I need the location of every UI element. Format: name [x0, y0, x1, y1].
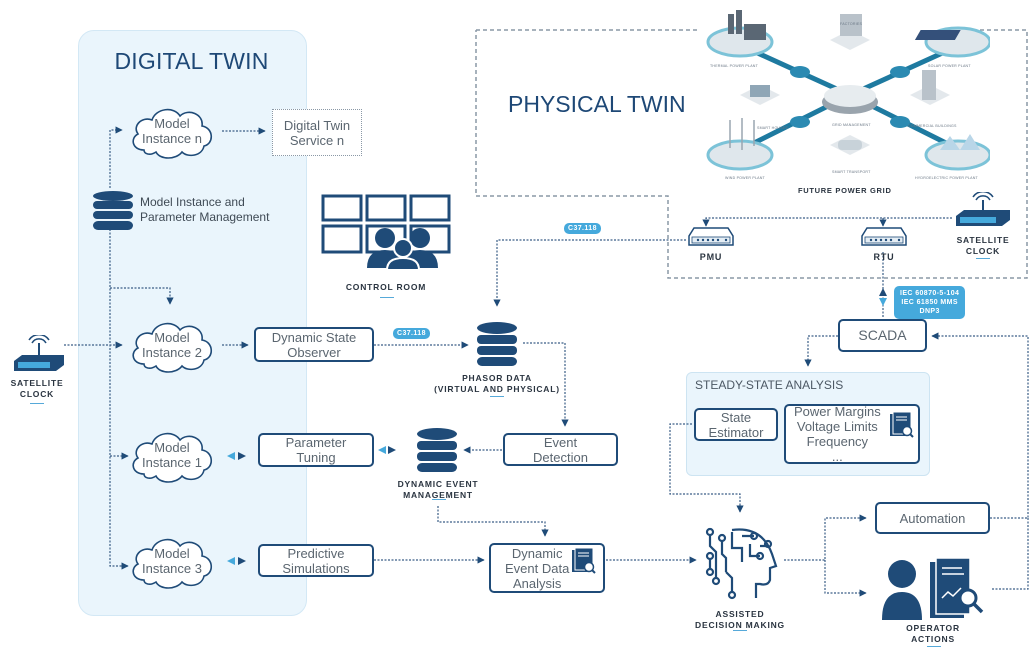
database-icon: [93, 191, 133, 230]
pmu-label: PMU: [699, 252, 723, 262]
model-instance-1[interactable]: Model Instance 1: [126, 426, 218, 484]
digital-twin-title: DIGITAL TWIN: [114, 48, 269, 74]
parameter-tuning[interactable]: Parameter Tuning: [258, 433, 374, 467]
phasor-data-label: PHASOR DATA (VIRTUAL AND PHYSICAL): [434, 373, 560, 394]
grid-node-label: FACTORIES: [840, 22, 863, 26]
label-underline: [30, 403, 44, 404]
dynamic-event-management-label: DYNAMIC EVENT MANAGEMENT: [397, 479, 479, 500]
protocols-tag: IEC 60870-5-104 IEC 61850 MMS DNP3: [894, 286, 966, 319]
report-search-icon: [572, 548, 596, 574]
physical-twin-title: PHYSICAL TWIN: [508, 91, 686, 117]
label-underline: [733, 630, 747, 631]
state-estimator[interactable]: State Estimator: [694, 408, 778, 441]
grid-node-label: WIND POWER PLANT: [725, 176, 765, 180]
physical-twin-border: [475, 29, 1028, 279]
phasor-database-icon: [477, 322, 517, 366]
model-instance-2-label: Model Instance 2: [142, 330, 202, 360]
dynamic-event-data-analysis-label: Dynamic Event Data Analysis: [505, 545, 570, 591]
label-underline: [380, 297, 394, 298]
power-metrics-label: Power Margins Voltage Limits Frequency .…: [794, 404, 881, 464]
label-underline: [927, 646, 941, 647]
c37-118-tag-mid: C37.118: [393, 328, 430, 339]
grid-node-label: SOLAR POWER PLANT: [928, 64, 971, 68]
control-room-label: CONTROL ROOM: [345, 282, 427, 292]
model-instance-n[interactable]: Model Instance n: [126, 102, 218, 160]
event-database-icon: [417, 428, 457, 472]
model-instance-3-label: Model Instance 3: [142, 546, 202, 576]
predictive-simulations[interactable]: Predictive Simulations: [258, 544, 374, 577]
control-room-icon: [321, 194, 451, 270]
rtu-label: RTU: [873, 252, 895, 262]
grid-node-label: GRID MANAGEMENT: [832, 123, 871, 127]
ai-head-icon: [705, 527, 778, 600]
label-underline: [976, 258, 990, 259]
automation[interactable]: Automation: [875, 502, 990, 534]
grid-node-label: HYDROELECTRIC POWER PLANT: [915, 176, 978, 180]
model-parameter-management-label: Model Instance and Parameter Management: [140, 195, 270, 224]
physical-satellite-clock-label: SATELLITE CLOCK: [956, 235, 1010, 256]
model-instance-n-label: Model Instance n: [142, 116, 202, 146]
cloud-icon: [132, 538, 213, 589]
left-satellite-clock-label: SATELLITE CLOCK: [10, 378, 64, 399]
satellite-clock-icon: [14, 335, 64, 371]
operator-report-icon: [882, 558, 984, 620]
model-instance-3[interactable]: Model Instance 3: [126, 532, 218, 590]
cloud-icon: [132, 432, 213, 483]
grid-node-label: THERMAL POWER PLANT: [710, 64, 758, 68]
cloud-icon: [132, 108, 213, 159]
label-underline: [490, 396, 504, 397]
future-power-grid-illustration: [706, 10, 990, 171]
c37-118-tag-top: C37.118: [564, 223, 601, 234]
label-underline: [432, 499, 446, 500]
satellite-clock-icon: [956, 192, 1010, 226]
report-search-icon: [890, 412, 914, 438]
assisted-decision-making-label: ASSISTED DECISION MAKING: [695, 609, 785, 630]
grid-node-label: SMART TRANSPORT: [832, 170, 871, 174]
digital-twin-service-n[interactable]: Digital Twin Service n: [272, 109, 362, 156]
steady-state-title: STEADY-STATE ANALYSIS: [695, 378, 844, 392]
model-instance-2[interactable]: Model Instance 2: [126, 316, 218, 374]
cloud-icon: [132, 322, 213, 373]
bidirectional-arrows: [227, 288, 887, 565]
dynamic-state-observer[interactable]: Dynamic State Observer: [254, 327, 374, 362]
rtu-device-icon: [861, 227, 907, 246]
pmu-device-icon: [688, 227, 734, 246]
operator-actions-label: OPERATOR ACTIONS: [906, 623, 960, 644]
model-instance-1-label: Model Instance 1: [142, 440, 202, 470]
grid-node-label: SMART HOUSES: [757, 126, 789, 130]
future-power-grid-caption: FUTURE POWER GRID: [798, 186, 892, 195]
grid-node-label: COMMERCIAL BUILDINGS: [908, 124, 957, 128]
event-detection[interactable]: Event Detection: [503, 433, 618, 466]
scada[interactable]: SCADA: [838, 319, 927, 352]
